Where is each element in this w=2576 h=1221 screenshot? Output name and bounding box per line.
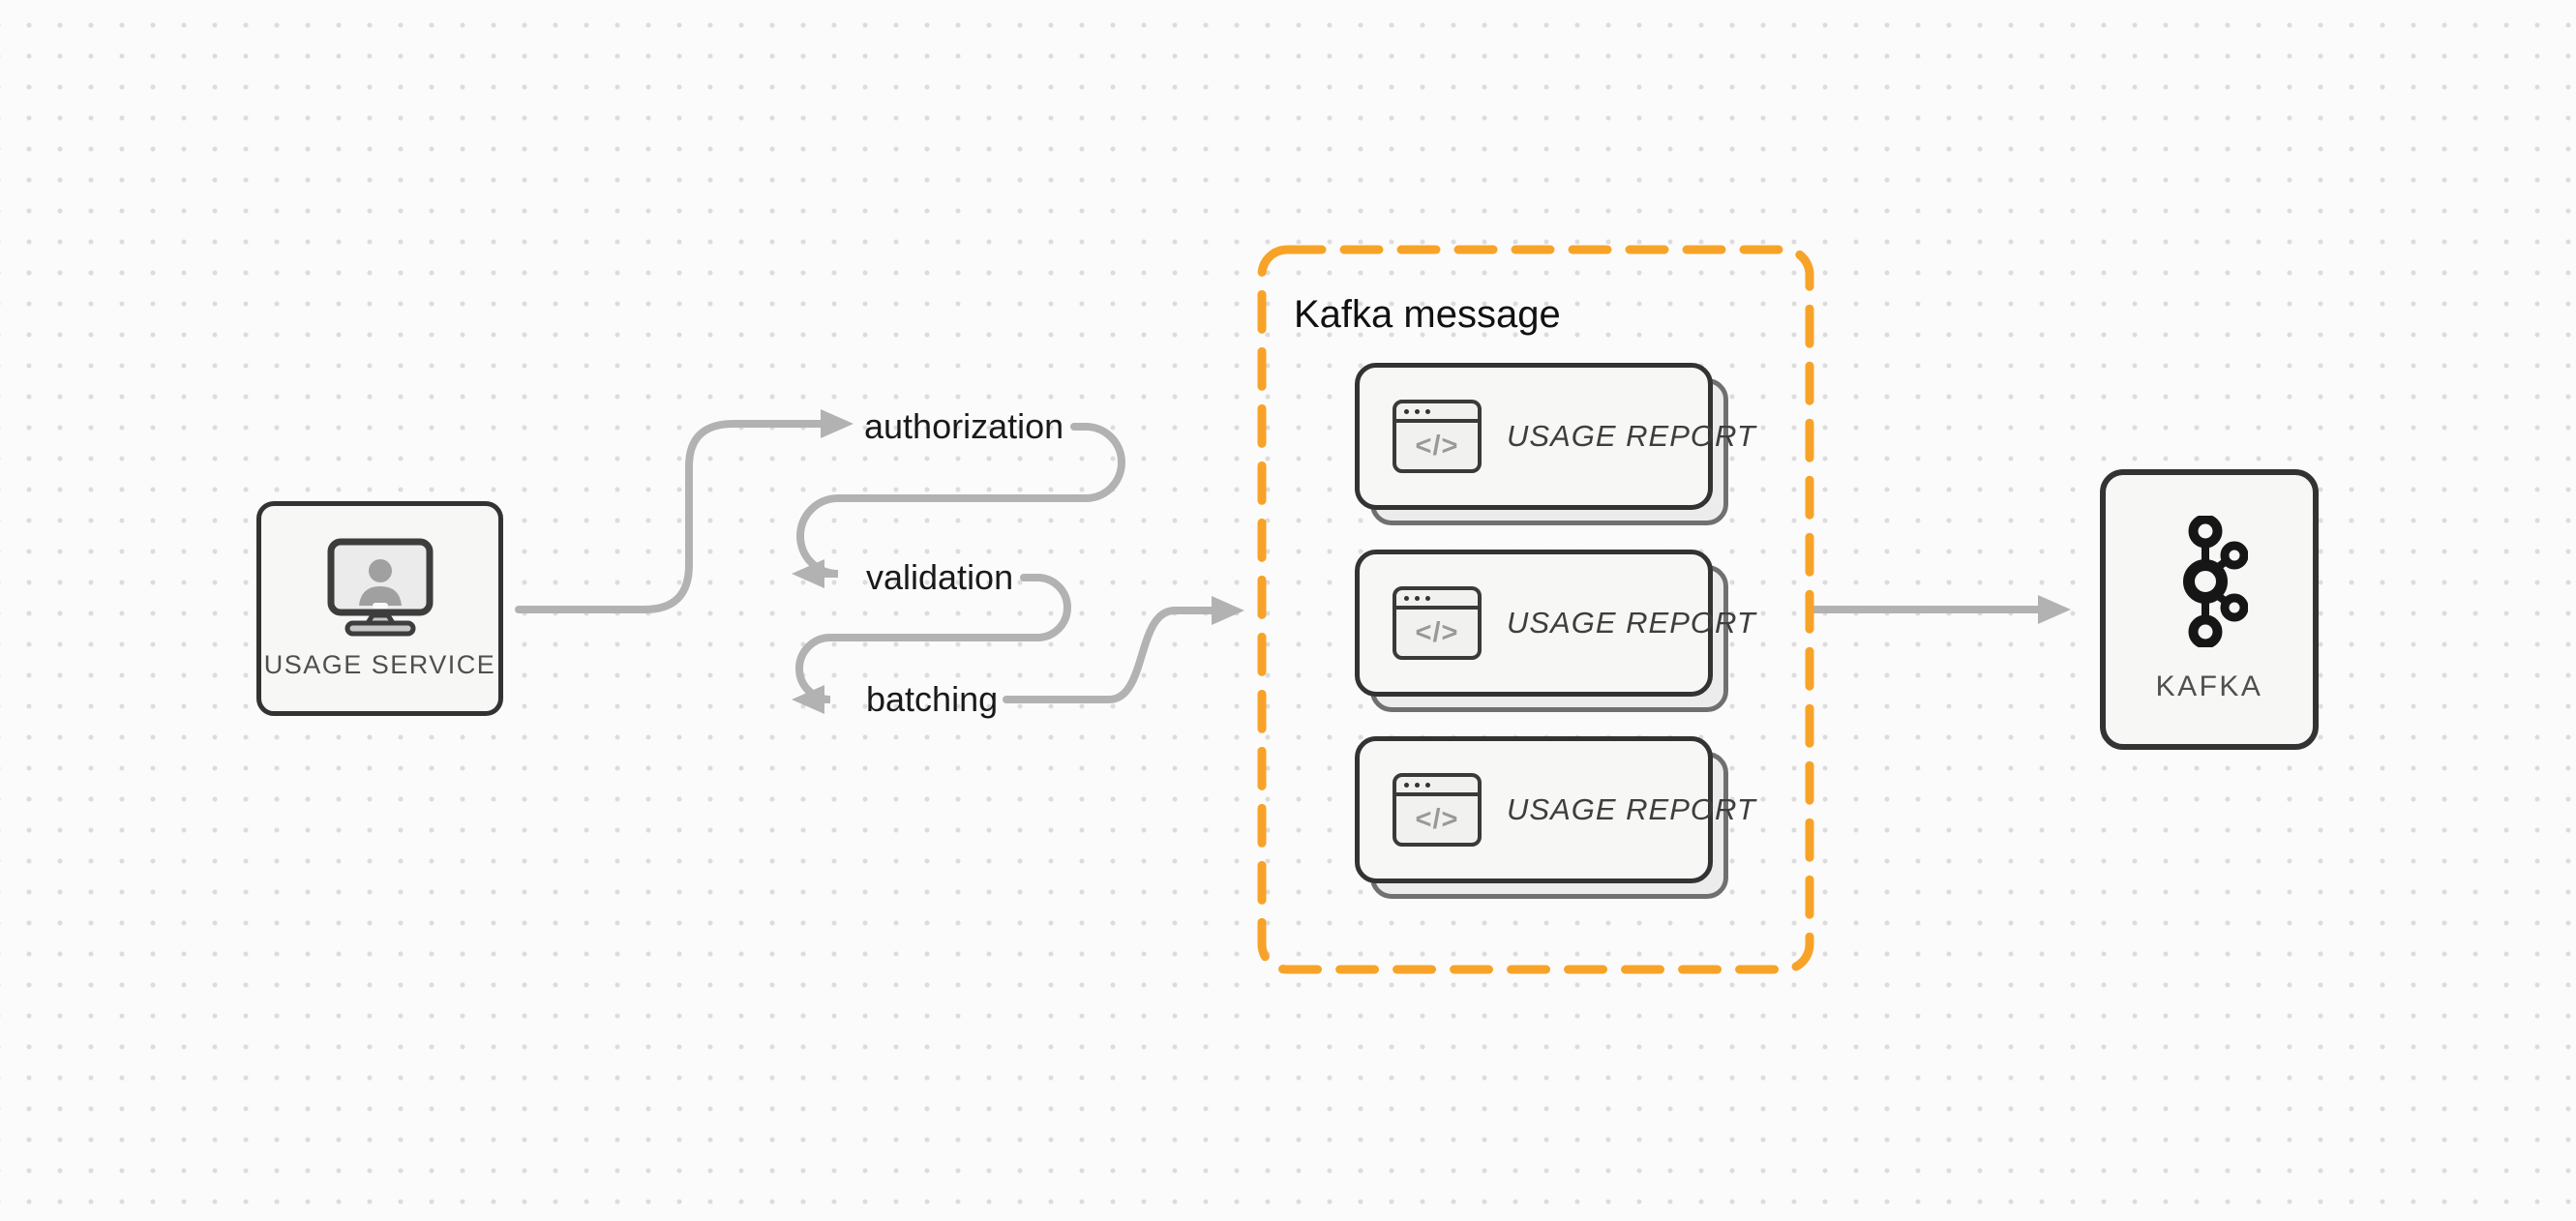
usage-report-card: </> USAGE REPORT (1355, 550, 1755, 712)
kafka-logo-icon (2183, 516, 2248, 647)
arrow-usage-service-to-authorization (515, 409, 854, 613)
kafka-node: KAFKA (2100, 469, 2319, 750)
code-window-icon: </> (1393, 773, 1482, 847)
step-authorization: authorization (864, 406, 1064, 446)
kafka-message-group-title: Kafka message (1294, 293, 1561, 336)
arrow-authorization-to-validation (792, 423, 1125, 588)
usage-report-label: USAGE REPORT (1507, 419, 1756, 453)
arrow-batching-to-kafka-message (1003, 596, 1244, 703)
monitor-user-icon (327, 538, 433, 636)
usage-service-node: USAGE SERVICE (256, 501, 503, 716)
usage-report-card: </> USAGE REPORT (1355, 736, 1755, 899)
code-window-icon: </> (1393, 400, 1482, 473)
step-batching: batching (866, 679, 999, 719)
usage-report-card: </> USAGE REPORT (1355, 363, 1755, 525)
code-window-icon: </> (1393, 586, 1482, 660)
usage-report-label: USAGE REPORT (1507, 792, 1756, 826)
step-validation: validation (866, 557, 1014, 597)
kafka-label: KAFKA (2155, 670, 2263, 702)
usage-report-label: USAGE REPORT (1507, 606, 1756, 640)
usage-service-label: USAGE SERVICE (263, 649, 496, 679)
